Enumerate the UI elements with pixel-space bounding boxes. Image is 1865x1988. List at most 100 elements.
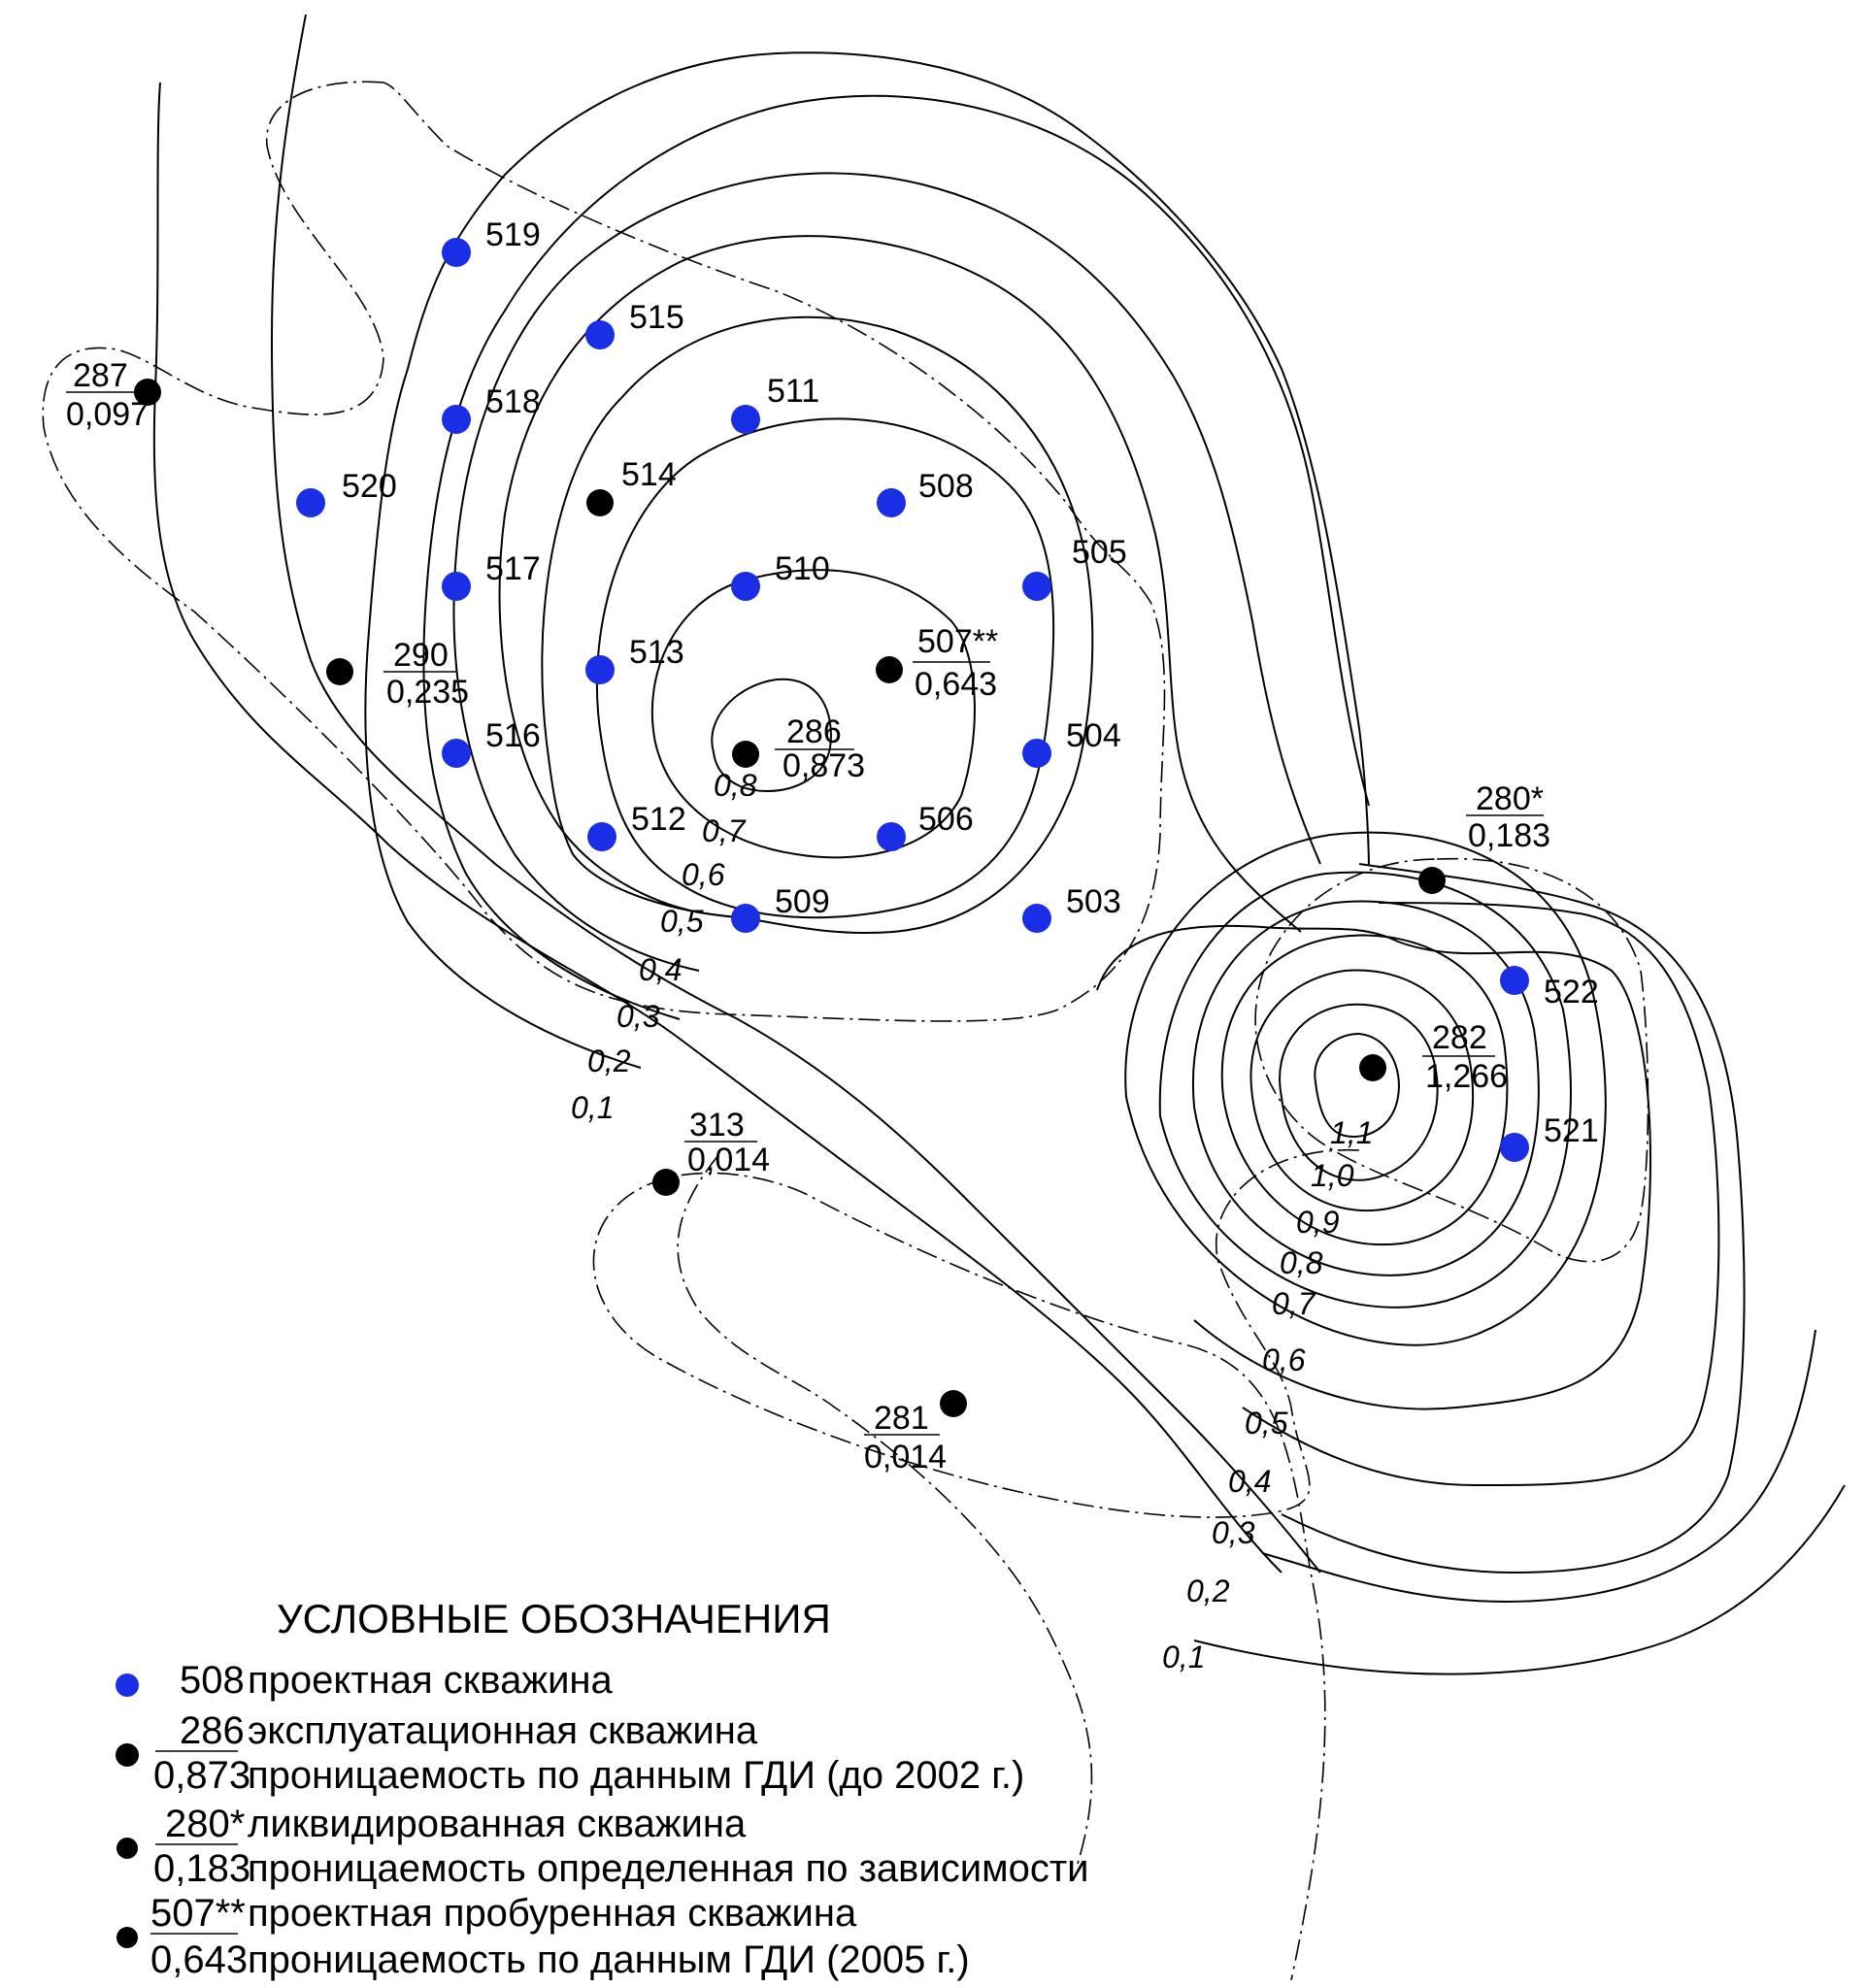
well-label: 280* — [1476, 780, 1544, 817]
measured-well: 287 0,097 — [66, 357, 161, 433]
isoline-label: 0,6 — [682, 857, 725, 892]
isoline-label: 0,6 — [1262, 1342, 1306, 1377]
well-label: 505 — [1072, 534, 1127, 571]
project-well-marker — [442, 572, 471, 601]
well-label: 507** — [917, 623, 998, 660]
legend-value-label: 0,873 — [153, 1754, 250, 1797]
legend-description: эксплуатационная скважина — [248, 1709, 758, 1752]
well-label: 522 — [1544, 974, 1599, 1011]
measured-well — [586, 489, 614, 516]
project-well: 515 — [585, 299, 684, 349]
project-well-marker — [877, 822, 906, 851]
isoline-label: 0,7 — [1272, 1286, 1316, 1321]
legend-value-description: проницаемость определенная по зависимост… — [248, 1847, 1089, 1890]
well-label: 510 — [775, 550, 830, 587]
legend-well-label: 280* — [165, 1803, 245, 1845]
legend-item-exploitation: 286 эксплуатационная скважина 0,873 прон… — [116, 1709, 1024, 1797]
measured-well: 290 0,235 — [326, 637, 469, 711]
isolines — [152, 14, 1370, 1574]
isoline-label: 0,7 — [702, 813, 747, 848]
legend-value-description: проницаемость по данным ГДИ (до 2002 г.) — [248, 1754, 1024, 1797]
measured-well: 280* 0,183 — [1418, 780, 1550, 894]
project-well-marker — [1022, 904, 1051, 933]
project-well: 503 — [1022, 883, 1121, 933]
project-well-marker — [1500, 1133, 1529, 1162]
well-label: 313 — [689, 1107, 745, 1143]
isolines-right — [1096, 831, 1846, 1675]
isoline-label: 0,1 — [1162, 1640, 1205, 1674]
legend-value-label: 0,643 — [150, 1938, 248, 1981]
well-label: 514 — [621, 456, 677, 493]
project-well-marker — [442, 739, 471, 768]
project-well-icon — [116, 1673, 139, 1697]
measured-well-marker — [134, 379, 161, 406]
isoline-label: 0,5 — [1245, 1406, 1288, 1441]
isoline-label: 0,8 — [714, 768, 757, 803]
well-label: 504 — [1066, 717, 1121, 754]
measured-well-marker — [1359, 1054, 1386, 1081]
project-wells: 519 515 518 511 520 514 508 517 510 505 … — [296, 216, 1599, 1162]
well-label: 290 — [393, 637, 449, 674]
well-label: 281 — [874, 1400, 929, 1437]
project-well-marker — [587, 822, 616, 851]
well-label: 518 — [485, 383, 541, 420]
legend-well-label: 507** — [150, 1892, 246, 1935]
measured-well-marker — [940, 1390, 967, 1417]
isoline-labels-right: 1,1 1,0 0,9 0,8 0,7 0,6 0,5 0,4 0,3 0,2 … — [1162, 1115, 1373, 1674]
well-label: 513 — [629, 634, 684, 671]
project-well: 521 — [1500, 1112, 1599, 1162]
project-well-marker — [442, 405, 471, 434]
isoline-label: 0,2 — [587, 1044, 631, 1078]
well-label: 506 — [918, 801, 974, 838]
legend-value-description: проницаемость по данным ГДИ (2005 г.) — [248, 1938, 970, 1981]
measured-well-marker — [586, 489, 614, 516]
well-label: 516 — [485, 717, 541, 754]
project-well-marker — [1500, 966, 1529, 995]
project-well-marker — [877, 488, 906, 517]
well-label: 512 — [631, 801, 686, 838]
well-value: 0,014 — [687, 1142, 770, 1178]
project-well: 510 — [731, 550, 830, 601]
legend-well-label: 508 — [180, 1659, 245, 1702]
measured-well: 281 0,014 — [864, 1390, 967, 1475]
project-well: 516 — [442, 717, 541, 768]
well-value: 0,643 — [915, 666, 997, 703]
project-well: 508 — [877, 468, 974, 517]
well-label: 503 — [1066, 883, 1121, 920]
legend-well-label: 286 — [180, 1709, 245, 1752]
measured-well: 282 1,266 — [1359, 1019, 1508, 1095]
measured-well: 286 0,873 — [732, 713, 865, 784]
boundary-lines — [42, 81, 1649, 1981]
legend-description: проектная скважина — [248, 1659, 614, 1702]
well-label: 521 — [1544, 1112, 1599, 1149]
measured-well-marker — [732, 741, 759, 768]
project-well: 511 — [731, 373, 819, 434]
well-value: 1,266 — [1425, 1058, 1508, 1095]
measured-well-marker — [876, 656, 903, 683]
measured-well-icon — [117, 1927, 138, 1948]
well-label: 520 — [342, 468, 397, 505]
isoline-label: 0,4 — [1228, 1464, 1271, 1499]
measured-well-icon — [116, 1743, 139, 1767]
measured-well-marker — [1418, 867, 1446, 894]
project-well: 513 — [585, 634, 684, 684]
isoline-label: 1,0 — [1311, 1158, 1354, 1193]
legend-value-label: 0,183 — [153, 1847, 250, 1890]
legend: УСЛОВНЫЕ ОБОЗНАЧЕНИЯ 508 проектная скваж… — [116, 1596, 1089, 1981]
isoline-label: 0,5 — [660, 904, 704, 939]
project-well-marker — [1022, 572, 1051, 601]
well-value: 0,873 — [783, 747, 865, 784]
legend-item-drilled: 507** проектная пробуренная скважина 0,6… — [117, 1892, 970, 1981]
well-label: 286 — [786, 713, 842, 750]
project-well-marker — [1022, 739, 1051, 768]
isoline-label: 0,1 — [571, 1090, 614, 1125]
measured-well-icon — [117, 1838, 138, 1859]
well-value: 0,235 — [386, 674, 469, 711]
well-label: 511 — [767, 373, 819, 410]
legend-title: УСЛОВНЫЕ ОБОЗНАЧЕНИЯ — [277, 1596, 831, 1641]
isoline-label: 0,8 — [1280, 1245, 1323, 1280]
well-label: 517 — [485, 550, 541, 587]
well-label: 519 — [485, 216, 541, 253]
measured-well: 313 0,014 — [652, 1107, 770, 1196]
legend-description: ликвидированная скважина — [248, 1803, 747, 1845]
